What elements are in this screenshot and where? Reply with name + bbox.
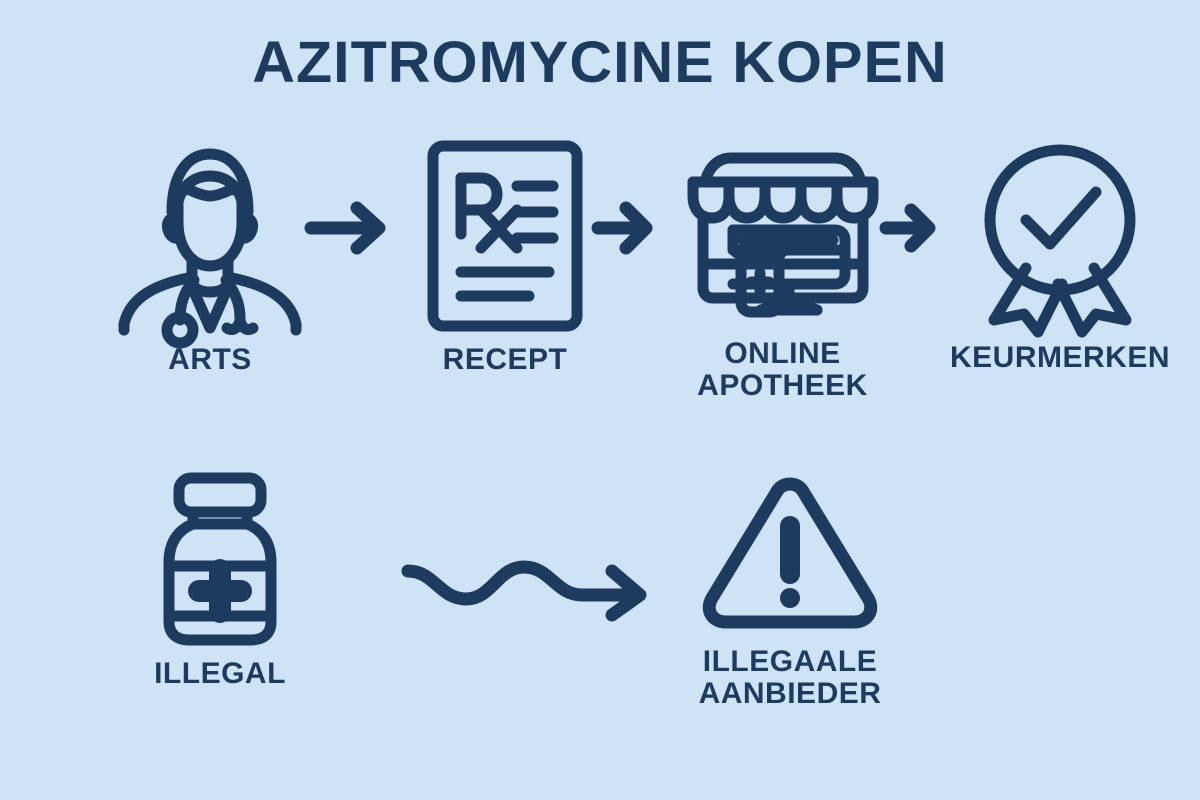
prescription-rx-icon: [425, 138, 585, 334]
arrow-right-icon: [879, 200, 942, 256]
step-keurmerken[interactable]: KEURMERKEN: [950, 138, 1170, 374]
step-label-online-apotheek: ONLINE APOTHEEK: [697, 337, 868, 403]
arrow-right-icon: [591, 198, 658, 258]
step-illegaale-aanbieder[interactable]: ILLEGAALE AANBIEDER: [665, 470, 915, 711]
step-label-illegaale-aanbieder: ILLEGAALE AANBIEDER: [698, 645, 882, 711]
step-recept[interactable]: RECEPT: [405, 138, 605, 376]
step-arts[interactable]: ARTS: [110, 138, 310, 376]
page-title: AZITROMYCINE KOPEN: [252, 30, 948, 95]
step-label-illegal: ILLEGAL: [154, 657, 286, 690]
online-pharmacy-icon: [683, 138, 883, 328]
step-illegal[interactable]: ILLEGAL: [120, 470, 320, 690]
medicine-vial-icon: [155, 470, 285, 648]
step-online-apotheek[interactable]: ONLINE APOTHEEK: [675, 138, 890, 403]
arrow-right-icon: [304, 198, 391, 258]
wavy-arrow-right-icon: [400, 545, 670, 622]
step-label-recept: RECEPT: [442, 343, 568, 376]
warning-triangle-icon: [700, 470, 880, 636]
step-label-arts: ARTS: [168, 343, 252, 376]
verified-badge-icon: [970, 138, 1150, 338]
doctor-icon: [110, 138, 310, 349]
step-label-keurmerken: KEURMERKEN: [950, 341, 1171, 374]
